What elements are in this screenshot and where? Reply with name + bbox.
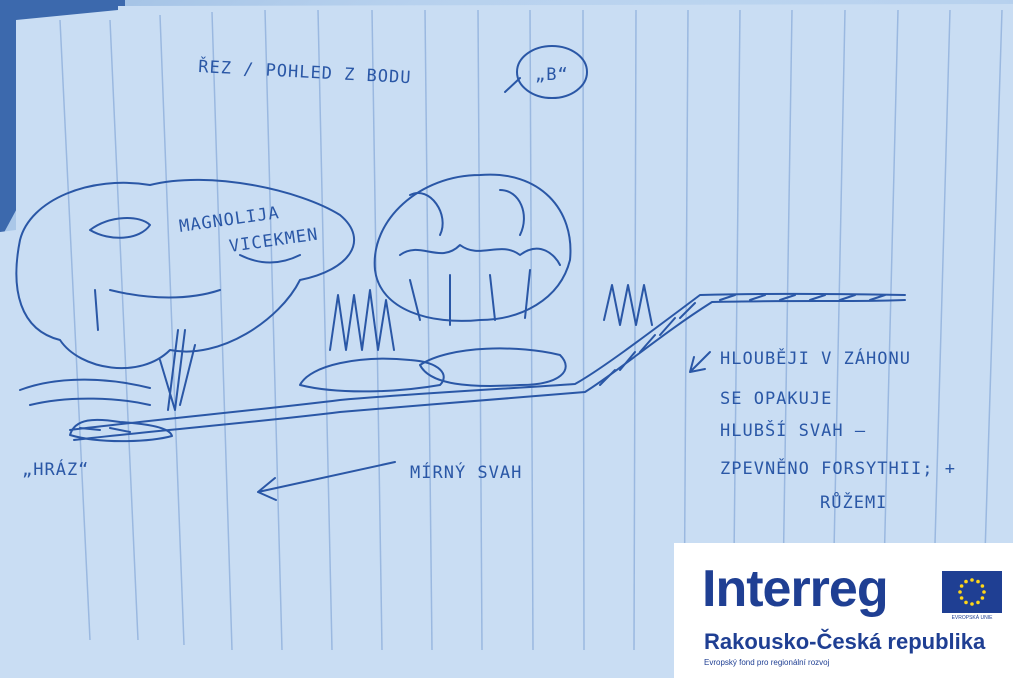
eu-stars bbox=[942, 571, 1002, 613]
eu-caption: EVROPSKÁ UNIE bbox=[942, 615, 1002, 621]
sketch-title-point: „B“ bbox=[535, 65, 569, 85]
note-line-4: ZPEVNĚNO FORSYTHII; + bbox=[720, 457, 956, 479]
label-slope: MÍRNÝ SVAH bbox=[410, 461, 522, 483]
logo-wordmark: Interreg bbox=[702, 561, 888, 617]
logo-tagline: Evropský fond pro regionální rozvoj bbox=[704, 658, 829, 667]
note-line-1: HLOUBĚJI V ZÁHONU bbox=[720, 347, 911, 369]
note-line-5: RŮŽEMI bbox=[820, 491, 887, 513]
label-corner: „HRÁZ“ bbox=[22, 458, 89, 480]
note-line-2: SE OPAKUJE bbox=[720, 389, 832, 409]
interreg-logo: Interreg EVROPSKÁ UNIE Rakousko-Česká re… bbox=[674, 543, 1013, 678]
logo-subtitle: Rakousko-Česká republika bbox=[704, 630, 985, 654]
note-line-3: HLUBŠÍ SVAH – bbox=[720, 419, 866, 441]
eu-flag-icon bbox=[942, 571, 1002, 613]
